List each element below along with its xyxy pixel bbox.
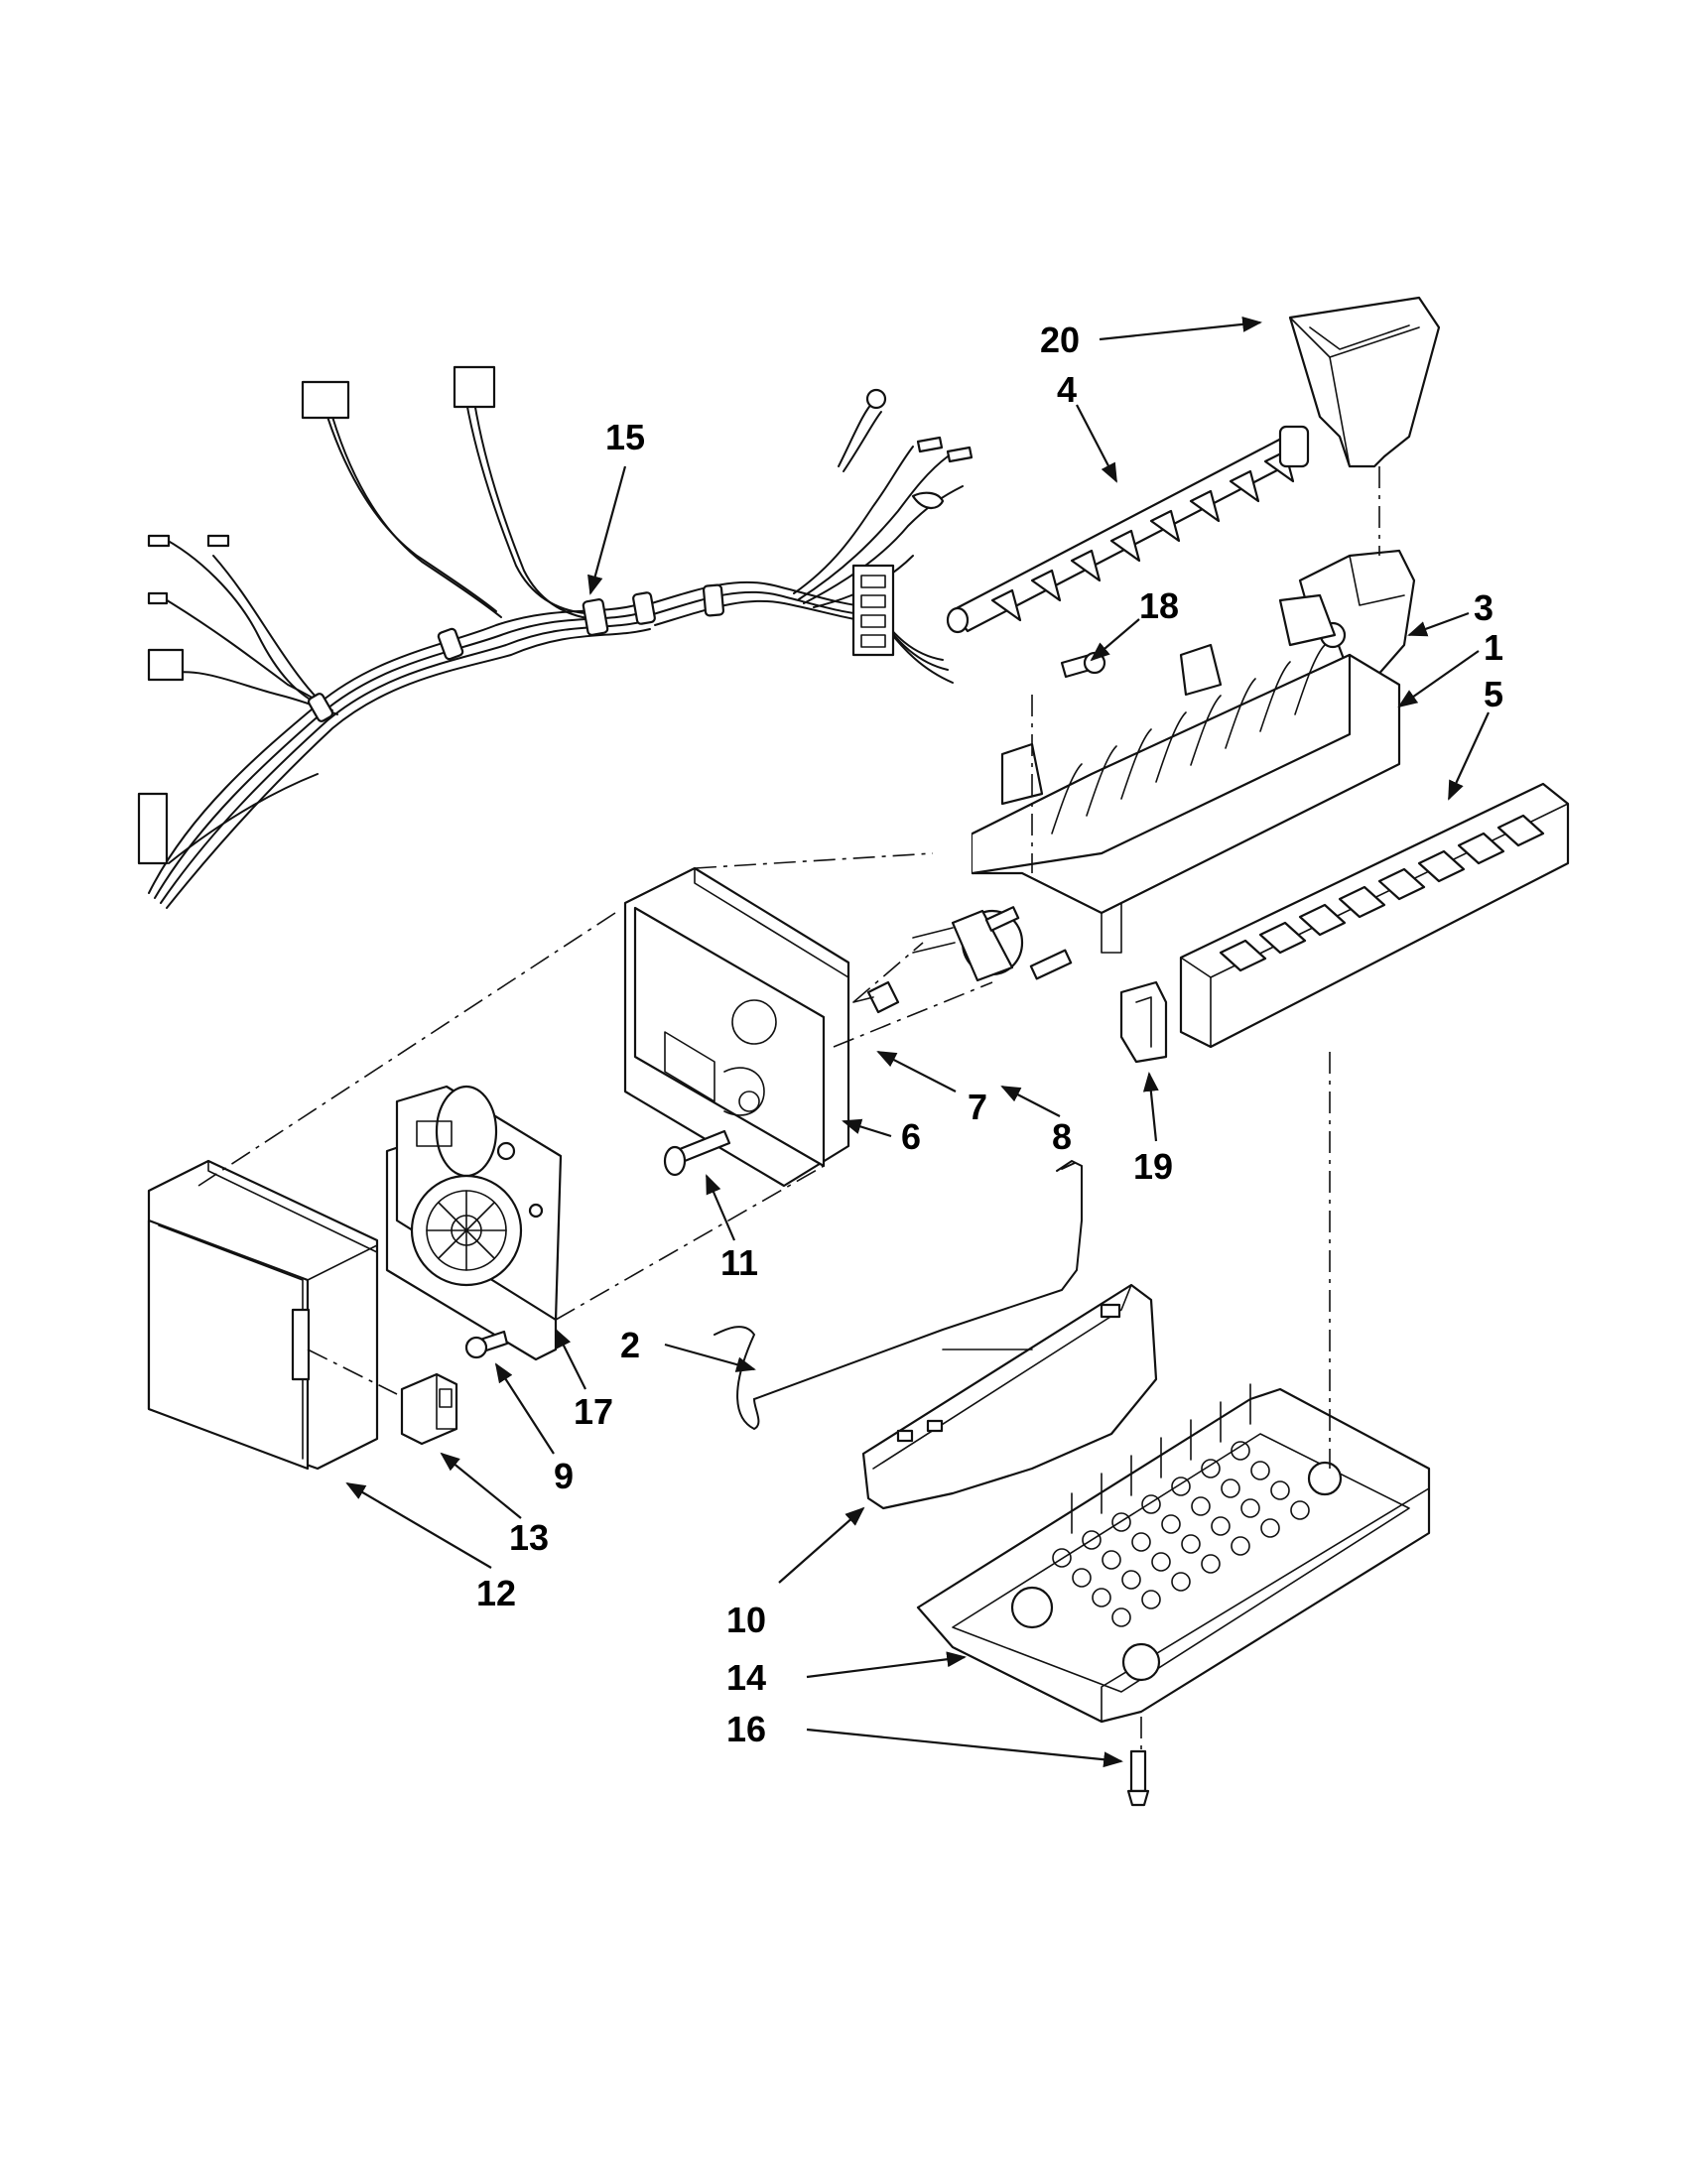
screw-9 [464, 1330, 509, 1359]
leader-8 [1000, 1086, 1061, 1117]
harness-connector-right [851, 564, 895, 657]
clip [1119, 980, 1168, 1064]
leader-15 [587, 465, 627, 595]
screw-16 [1126, 1749, 1150, 1807]
callout-18: 18 [1139, 585, 1179, 626]
callout-2: 2 [620, 1325, 640, 1365]
fill-cup [1288, 296, 1441, 468]
screw-18 [1060, 651, 1106, 679]
callout-4: 4 [1057, 369, 1077, 410]
assembly-lines [197, 466, 1380, 1751]
callout-6: 6 [901, 1116, 921, 1157]
leader-20 [1099, 316, 1262, 341]
ejector-shaft [946, 425, 1310, 634]
bin-cover [861, 1283, 1158, 1510]
callout-9: 9 [554, 1456, 574, 1496]
thermostat [912, 909, 1024, 982]
leader-7 [876, 1051, 957, 1092]
motor-plate [385, 1085, 563, 1361]
callout-10: 10 [726, 1600, 766, 1640]
leader-11 [705, 1174, 736, 1241]
leader-5 [1448, 711, 1490, 801]
terminal-7 [852, 980, 900, 1014]
ice-mold [971, 593, 1401, 954]
stripper [1179, 782, 1570, 1049]
harness-connector-top-2 [453, 365, 496, 409]
on-off-switch [400, 1372, 458, 1446]
leader-4 [1076, 404, 1117, 483]
leader-6 [842, 1118, 892, 1138]
screw-11 [663, 1129, 731, 1177]
callout-5: 5 [1484, 674, 1503, 714]
leader-19 [1142, 1072, 1159, 1142]
harness-connector-top-1 [301, 380, 350, 420]
callout-13: 13 [509, 1517, 549, 1558]
leader-3 [1407, 611, 1470, 637]
callout-17: 17 [574, 1391, 613, 1432]
mold-pins [984, 906, 1073, 980]
shutoff-arm [714, 1159, 1083, 1431]
harness-connector-small [147, 648, 185, 682]
leader-10 [778, 1506, 865, 1584]
leader-9 [494, 1362, 555, 1455]
leader-lines [345, 316, 1490, 1768]
callout-14: 14 [726, 1657, 766, 1698]
leader-1 [1397, 650, 1480, 708]
control-module-housing [623, 866, 850, 1188]
callout-19: 19 [1133, 1146, 1173, 1187]
callout-labels: 20 4 18 3 1 5 15 8 7 6 19 11 2 17 9 13 1… [476, 320, 1503, 1749]
callout-1: 1 [1484, 627, 1503, 668]
callout-7: 7 [968, 1087, 987, 1127]
callout-15: 15 [605, 417, 645, 457]
ice-bin-tray [916, 1383, 1431, 1724]
harness-connector-left [137, 792, 169, 865]
wire-harness [137, 365, 974, 909]
leader-2 [664, 1343, 756, 1372]
callout-12: 12 [476, 1573, 516, 1613]
leader-17 [555, 1328, 586, 1390]
leader-13 [440, 1452, 522, 1519]
callout-8: 8 [1052, 1116, 1072, 1157]
leader-14 [806, 1651, 967, 1679]
fill-cup-bracket [1298, 549, 1416, 687]
module-cover [147, 1159, 379, 1471]
callout-16: 16 [726, 1709, 766, 1749]
callout-11: 11 [720, 1242, 758, 1283]
leader-12 [345, 1481, 492, 1569]
leader-18 [1090, 618, 1140, 662]
leader-16 [806, 1728, 1123, 1768]
callout-3: 3 [1474, 587, 1493, 628]
callout-20: 20 [1040, 320, 1080, 360]
